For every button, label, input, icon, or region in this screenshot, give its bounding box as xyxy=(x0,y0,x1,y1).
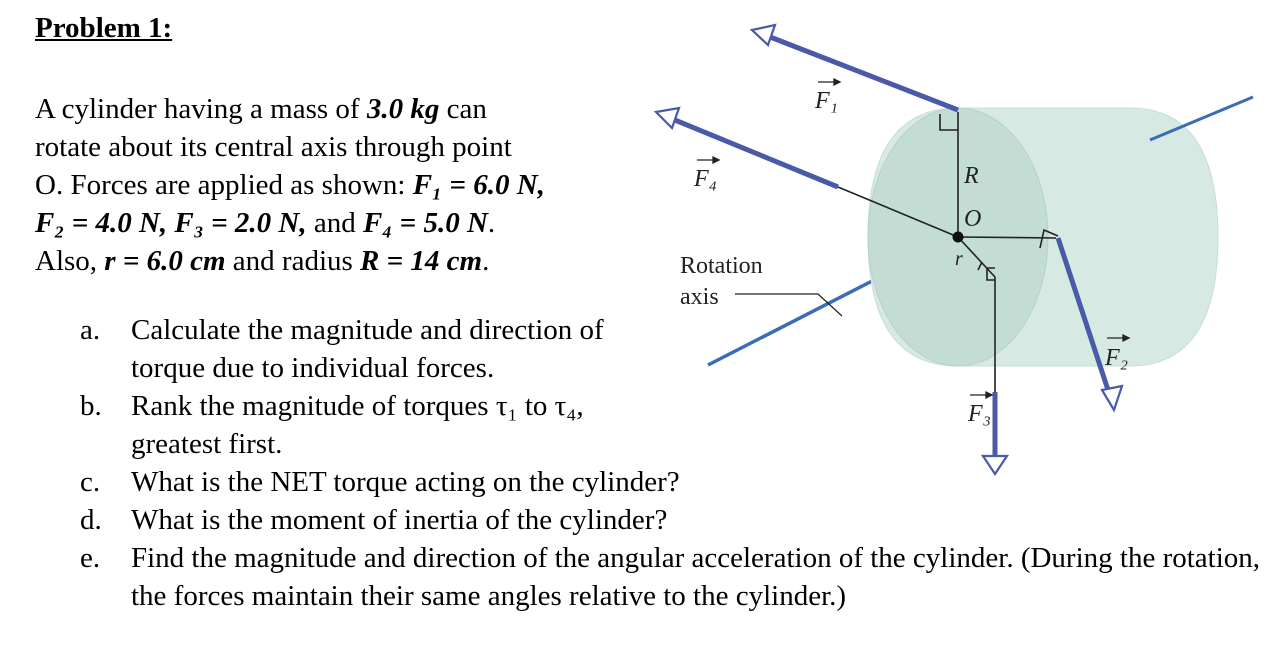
question-b: b. Rank the magnitude of torques τ₁ to τ₄… xyxy=(35,387,631,463)
question-label: c. xyxy=(80,466,101,498)
question-list: a. Calculate the magnitude and direction … xyxy=(35,311,1275,615)
statement-line-3: O. Forces are applied as shown: F₁ = 6.0… xyxy=(35,166,655,204)
text-span: . xyxy=(482,245,490,277)
force-f4-arrow xyxy=(669,115,839,190)
question-text: What is the NET torque acting on the cyl… xyxy=(131,466,680,498)
text-span: O. Forces are applied as shown: xyxy=(35,169,413,201)
force-3-value: F₃ = 2.0 N, xyxy=(174,207,307,239)
label-r-big: R xyxy=(963,163,979,189)
point-o xyxy=(952,231,964,243)
label-o: O xyxy=(964,206,981,232)
force-arrows xyxy=(669,32,1113,460)
text-span: and radius xyxy=(225,245,361,277)
statement-line-5: Also, r = 6.0 cm and radius R = 14 cm. xyxy=(35,242,655,280)
force-f1-arrow xyxy=(764,32,959,113)
rotation-axis-back xyxy=(1149,95,1254,142)
question-label: e. xyxy=(80,542,101,574)
label-r-small: r xyxy=(955,248,963,270)
force-2-value: F₂ = 4.0 N, xyxy=(35,207,168,239)
label-f2: F₂ xyxy=(1104,345,1128,371)
force-f2-arrow xyxy=(1055,237,1113,397)
label-f1: F₁ xyxy=(814,88,838,114)
statement-line-1: A cylinder having a mass of 3.0 kg can xyxy=(35,90,655,128)
question-label: d. xyxy=(80,504,102,536)
label-rotation: Rotation xyxy=(680,253,763,279)
statement-line-2: rotate about its central axis through po… xyxy=(35,131,512,163)
question-label: a. xyxy=(80,314,101,346)
f3-arrowhead xyxy=(980,454,1010,476)
force-1-value: F₁ = 6.0 N, xyxy=(412,169,545,201)
text-span: A cylinder having a mass of xyxy=(35,93,367,125)
f2-arrowhead xyxy=(1100,384,1124,413)
vector-arrows xyxy=(697,77,1131,400)
question-label: b. xyxy=(80,390,102,422)
radius-lines xyxy=(837,112,1059,392)
question-c: c. What is the NET torque acting on the c… xyxy=(35,463,1275,501)
statement-line-4: F₂ = 4.0 N, F₃ = 2.0 N, and F₄ = 5.0 N. xyxy=(35,204,655,242)
question-d: d. What is the moment of inertia of the c… xyxy=(35,501,1275,539)
text-span: and xyxy=(306,207,363,239)
small-radius-value: r = 6.0 cm xyxy=(104,245,226,277)
axis-label-leader xyxy=(735,293,843,317)
label-axis: axis xyxy=(680,284,719,310)
question-a: a. Calculate the magnitude and direction … xyxy=(35,311,631,387)
rotation-axis-label: Rotation axis xyxy=(680,253,763,310)
question-text: Rank the magnitude of torques τ₁ to τ₄, … xyxy=(131,390,584,460)
question-text: What is the moment of inertia of the cyl… xyxy=(131,504,668,536)
question-text: Find the magnitude and direction of the … xyxy=(131,542,1261,612)
radius-value: R = 14 cm xyxy=(360,245,483,277)
f1-arrowhead xyxy=(749,23,777,47)
label-f3: F₃ xyxy=(967,401,991,427)
figure-labels: F₁ F₂ F₃ F₄ R O r xyxy=(693,88,1128,427)
problem-statement: A cylinder having a mass of 3.0 kg can r… xyxy=(35,90,655,280)
question-text: Calculate the magnitude and direction of… xyxy=(131,314,604,384)
question-e: e. Find the magnitude and direction of th… xyxy=(35,539,1281,615)
text-span: . xyxy=(487,207,496,239)
force-4-value: F₄ = 5.0 N xyxy=(362,207,488,239)
label-f4: F₄ xyxy=(693,166,717,192)
f4-arrowhead xyxy=(653,106,681,131)
text-span: Also, xyxy=(35,245,105,277)
text-span: can xyxy=(439,93,487,125)
problem-title: Problem 1: xyxy=(35,12,173,44)
arrow-heads xyxy=(653,23,1124,476)
mass-value: 3.0 kg xyxy=(366,93,440,125)
